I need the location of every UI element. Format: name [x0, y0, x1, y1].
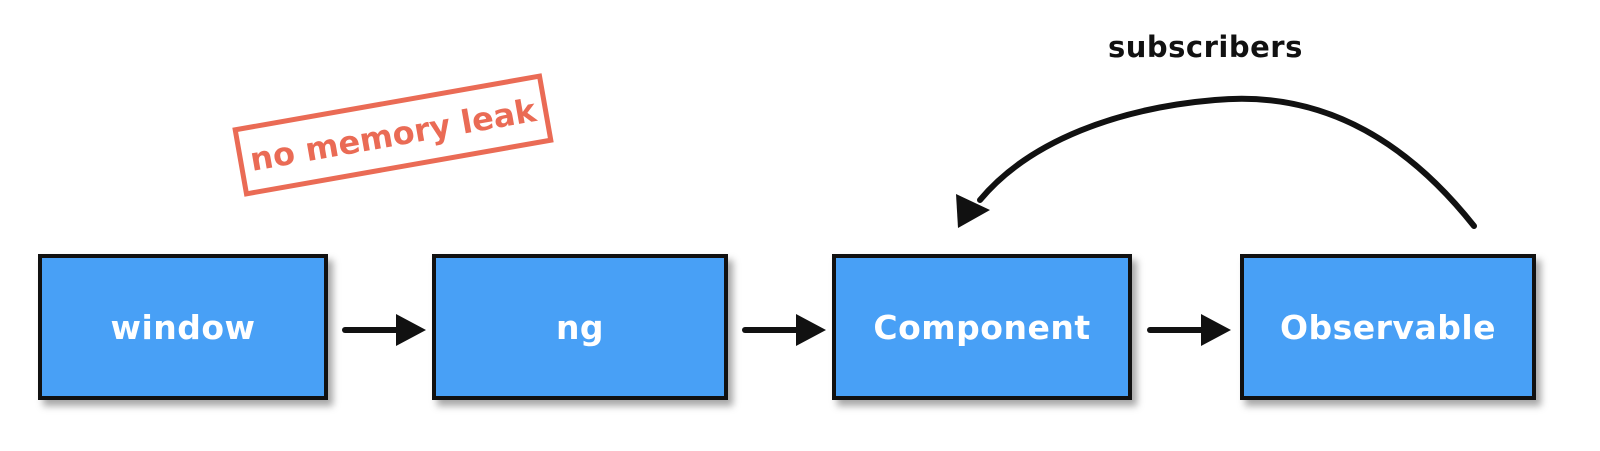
node-observable-label: Observable: [1279, 307, 1497, 347]
arrow-component-to-observable: [1147, 314, 1231, 346]
node-component: Component: [832, 254, 1132, 400]
arrow-ng-to-component: [742, 314, 826, 346]
node-window: window: [38, 254, 328, 400]
node-ng-label: ng: [555, 307, 605, 347]
subscribers-label: subscribers: [1108, 30, 1303, 64]
node-ng: ng: [432, 254, 728, 400]
arrow-subscribers-curve: [956, 95, 1477, 229]
arrow-window-to-ng: [342, 314, 426, 346]
node-window-label: window: [110, 307, 256, 347]
node-component-label: Component: [873, 307, 1091, 347]
node-observable: Observable: [1240, 254, 1536, 400]
